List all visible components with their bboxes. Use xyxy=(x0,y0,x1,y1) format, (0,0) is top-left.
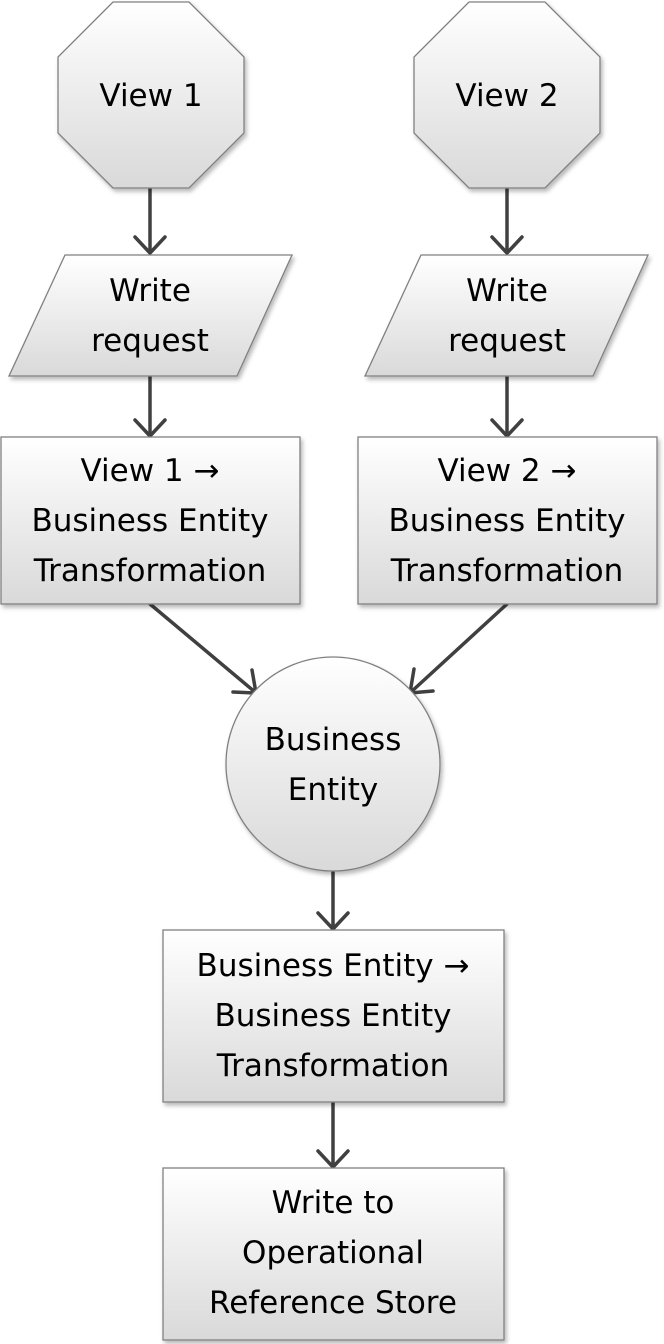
edges-layer xyxy=(133,186,524,1169)
label-line: View 2 xyxy=(455,78,558,114)
write-request-1-parallelogram xyxy=(7,254,294,377)
write-store-box xyxy=(162,1167,505,1341)
write-request-1-label: Write request xyxy=(91,273,209,359)
label-line: View 1 xyxy=(99,78,202,114)
label-line: Write to xyxy=(272,1185,395,1221)
edge-write-request-2-to-transform-view2 xyxy=(490,374,524,438)
view2-label: View 2 xyxy=(455,78,558,114)
view2-octagon xyxy=(413,1,601,189)
label-line: Transformation xyxy=(216,1048,450,1084)
label-line: Business Entity xyxy=(388,503,625,539)
transform-view1-box xyxy=(0,436,301,605)
edge-write-request-1-to-transform-view1 xyxy=(133,374,167,438)
label-line: Operational xyxy=(242,1235,424,1271)
label-line: Business Entity xyxy=(214,998,451,1034)
label-line: View 1 → xyxy=(81,453,220,489)
edge-view2-to-write-request-2 xyxy=(490,186,524,255)
label-line: Write xyxy=(466,273,548,309)
edge-view1-to-write-request-1 xyxy=(133,186,167,255)
label-line: Entity xyxy=(288,772,379,808)
transform-entity-box xyxy=(162,929,505,1103)
view1-octagon xyxy=(57,1,245,189)
edge-transform-entity-to-write-store xyxy=(316,1100,350,1169)
label-line: Business Entity xyxy=(31,503,268,539)
edge-transform-view2-to-business-entity xyxy=(408,602,509,695)
label-line: Business xyxy=(265,722,402,758)
transform-view2-box xyxy=(357,436,658,605)
write-request-1-node: Write request xyxy=(7,254,294,377)
view1-label: View 1 xyxy=(99,78,202,114)
label-line: request xyxy=(91,323,209,359)
business-entity-circle xyxy=(225,656,441,872)
label-line: Transformation xyxy=(390,553,624,589)
edge-transform-view1-to-business-entity xyxy=(148,602,258,695)
write-request-2-label: Write request xyxy=(448,273,566,359)
view1-node: View 1 xyxy=(57,1,245,189)
write-request-2-node: Write request xyxy=(363,254,650,377)
label-line: Business Entity → xyxy=(197,948,470,984)
view2-node: View 2 xyxy=(413,1,601,189)
label-line: request xyxy=(448,323,566,359)
label-line: View 2 → xyxy=(438,453,577,489)
label-line: Transformation xyxy=(33,553,267,589)
label-line: Reference Store xyxy=(209,1285,457,1321)
edge-business-entity-to-transform-entity xyxy=(316,870,350,931)
write-request-2-parallelogram xyxy=(363,254,650,377)
label-line: Write xyxy=(109,273,191,309)
